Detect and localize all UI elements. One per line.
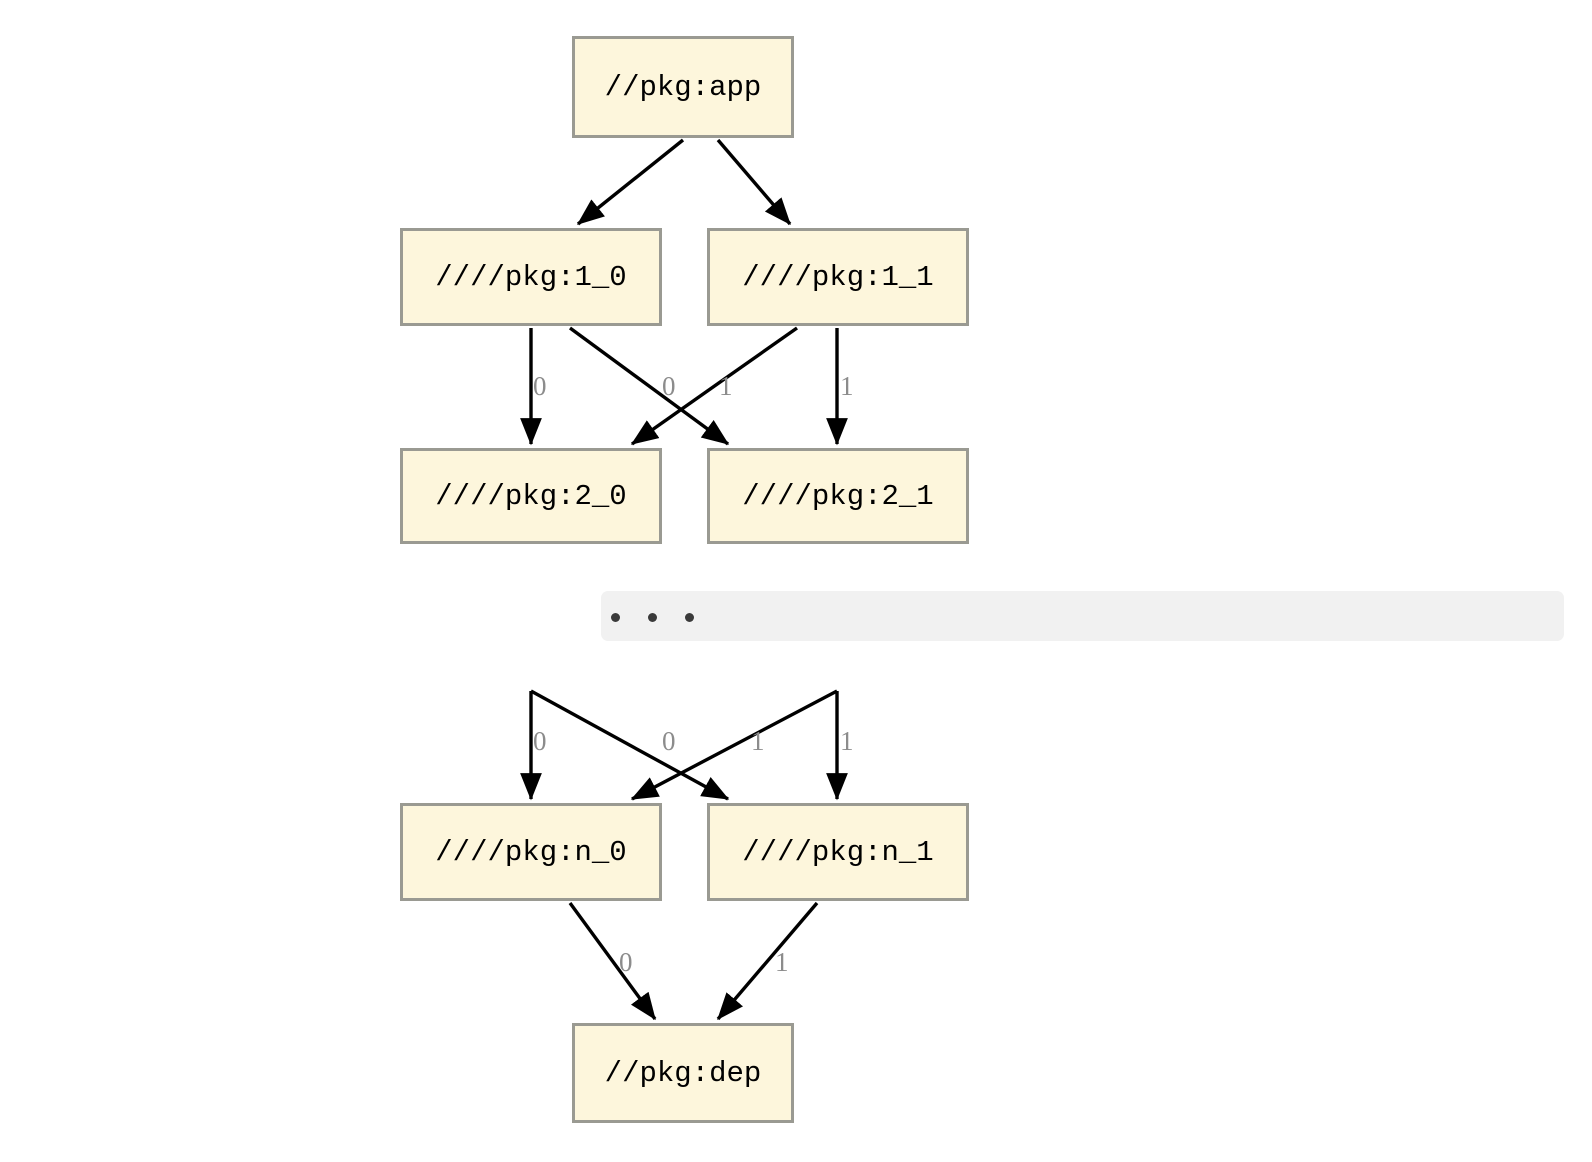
graph-edge-nn_0-to-dep	[568, 901, 657, 1021]
graph-edge-source-to-nn_1	[530, 689, 730, 801]
graph-node-app[interactable]: //pkg:app	[572, 36, 794, 138]
ellipsis-dot	[611, 613, 620, 622]
graph-node-dep[interactable]: //pkg:dep	[572, 1023, 794, 1123]
graph-edge-label: 1	[719, 371, 733, 401]
edge-lines	[520, 138, 848, 1021]
graph-edge-label: 1	[840, 371, 854, 401]
graph-edge-source-to-nn_0	[630, 689, 838, 801]
graph-node-n2_0[interactable]: ////pkg:2_0	[400, 448, 662, 544]
graph-node-label: ////pkg:n_1	[742, 835, 934, 869]
graph-node-label: ////pkg:2_1	[742, 479, 934, 513]
graph-node-n2_1[interactable]: ////pkg:2_1	[707, 448, 969, 544]
graph-edge-label: 0	[619, 947, 633, 977]
ellipsis-dot	[648, 613, 657, 622]
graph-edge-label: 1	[775, 947, 789, 977]
graph-node-nn_0[interactable]: ////pkg:n_0	[400, 803, 662, 901]
graph-node-label: ////pkg:2_0	[435, 479, 627, 513]
ellipsis-dot	[685, 613, 694, 622]
graph-edge-label: 0	[533, 726, 547, 756]
graph-edge-n1_1-to-n2_0	[630, 326, 798, 446]
graph-edge-label: 0	[662, 726, 676, 756]
graph-node-label: //pkg:dep	[604, 1056, 762, 1090]
graph-edge-label: 0	[533, 371, 547, 401]
graph-edge-label: 1	[840, 726, 854, 756]
graph-node-label: ////pkg:1_1	[742, 260, 934, 294]
graph-edge-label: 1	[751, 726, 765, 756]
graph-node-n1_1[interactable]: ////pkg:1_1	[707, 228, 969, 326]
graph-node-label: //pkg:app	[604, 70, 762, 104]
graph-node-label: ////pkg:n_0	[435, 835, 627, 869]
graph-edge-app-to-n1_1	[716, 138, 792, 226]
truncation-ellipsis-dots	[611, 613, 722, 622]
graph-node-n1_0[interactable]: ////pkg:1_0	[400, 228, 662, 326]
graph-node-nn_1[interactable]: ////pkg:n_1	[707, 803, 969, 901]
graph-node-label: ////pkg:1_0	[435, 260, 627, 294]
truncation-indicator-band	[601, 591, 1564, 641]
graph-edge-n1_0-to-n2_1	[568, 326, 730, 446]
graph-edge-label: 0	[662, 371, 676, 401]
graph-edge-app-to-n1_0	[576, 138, 685, 226]
graph-edge-nn_1-to-dep	[716, 901, 819, 1021]
